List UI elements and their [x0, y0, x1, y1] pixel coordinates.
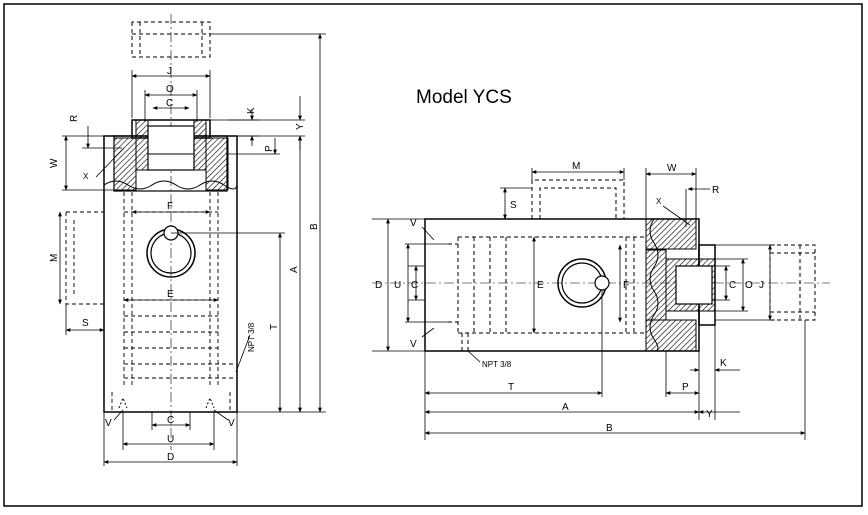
right-dim-C-left: C — [411, 280, 418, 291]
left-dim-E: E — [167, 289, 174, 300]
right-dim-U: U — [394, 280, 401, 291]
left-dim-F: F — [167, 201, 173, 212]
left-dim-J: J — [167, 66, 172, 77]
left-dim-U: U — [167, 434, 174, 445]
left-dim-W: W — [49, 158, 60, 168]
left-view: J O C K Y R P W X F M E S B A T NPT 3/8 … — [49, 14, 326, 466]
left-dim-D: D — [167, 452, 174, 463]
right-dim-J: J — [759, 280, 764, 291]
model-title: Model YCS — [416, 87, 512, 108]
left-dim-B: B — [309, 223, 320, 230]
left-dim-T: T — [269, 324, 280, 330]
left-dim-R: R — [69, 115, 80, 122]
left-dim-C-bottom: C — [167, 415, 174, 426]
right-dim-R: R — [712, 185, 719, 196]
right-dim-A: A — [562, 402, 569, 413]
left-dim-M: M — [49, 254, 60, 262]
right-dim-M: M — [572, 161, 580, 172]
right-dim-K: K — [720, 358, 727, 369]
left-dim-X: X — [83, 172, 89, 181]
left-dim-P: P — [264, 145, 275, 152]
left-dim-Y: Y — [295, 123, 306, 130]
right-view: M S W R X V V D U C E F C O J NPT 3/8 T … — [372, 161, 830, 440]
outer-border — [3, 3, 863, 507]
right-dim-S: S — [510, 200, 517, 211]
right-dim-F: F — [623, 280, 629, 291]
left-dim-V-right: V — [228, 418, 235, 429]
left-plunger-extension — [131, 21, 211, 58]
right-dim-O: O — [745, 280, 753, 291]
left-dim-A: A — [289, 266, 300, 273]
right-dim-E: E — [537, 280, 544, 291]
left-dim-K: K — [246, 107, 257, 114]
right-npt-label: NPT 3/8 — [482, 360, 512, 369]
right-dim-V-bottom: V — [410, 339, 417, 350]
right-dim-C-right: C — [729, 280, 736, 291]
right-dim-V-top: V — [410, 218, 417, 229]
right-dim-P: P — [682, 382, 689, 393]
left-dim-O: O — [166, 84, 174, 95]
right-dim-D: D — [375, 280, 382, 291]
right-dim-W: W — [667, 163, 677, 174]
right-dim-B: B — [606, 423, 613, 434]
left-dim-C-top: C — [166, 98, 173, 109]
right-dim-X: X — [656, 197, 662, 206]
right-dim-Y: Y — [706, 409, 713, 420]
left-dim-S: S — [82, 318, 89, 329]
left-npt-label: NPT 3/8 — [247, 322, 256, 352]
right-dim-T: T — [508, 382, 514, 393]
left-dim-V-left: V — [105, 418, 112, 429]
